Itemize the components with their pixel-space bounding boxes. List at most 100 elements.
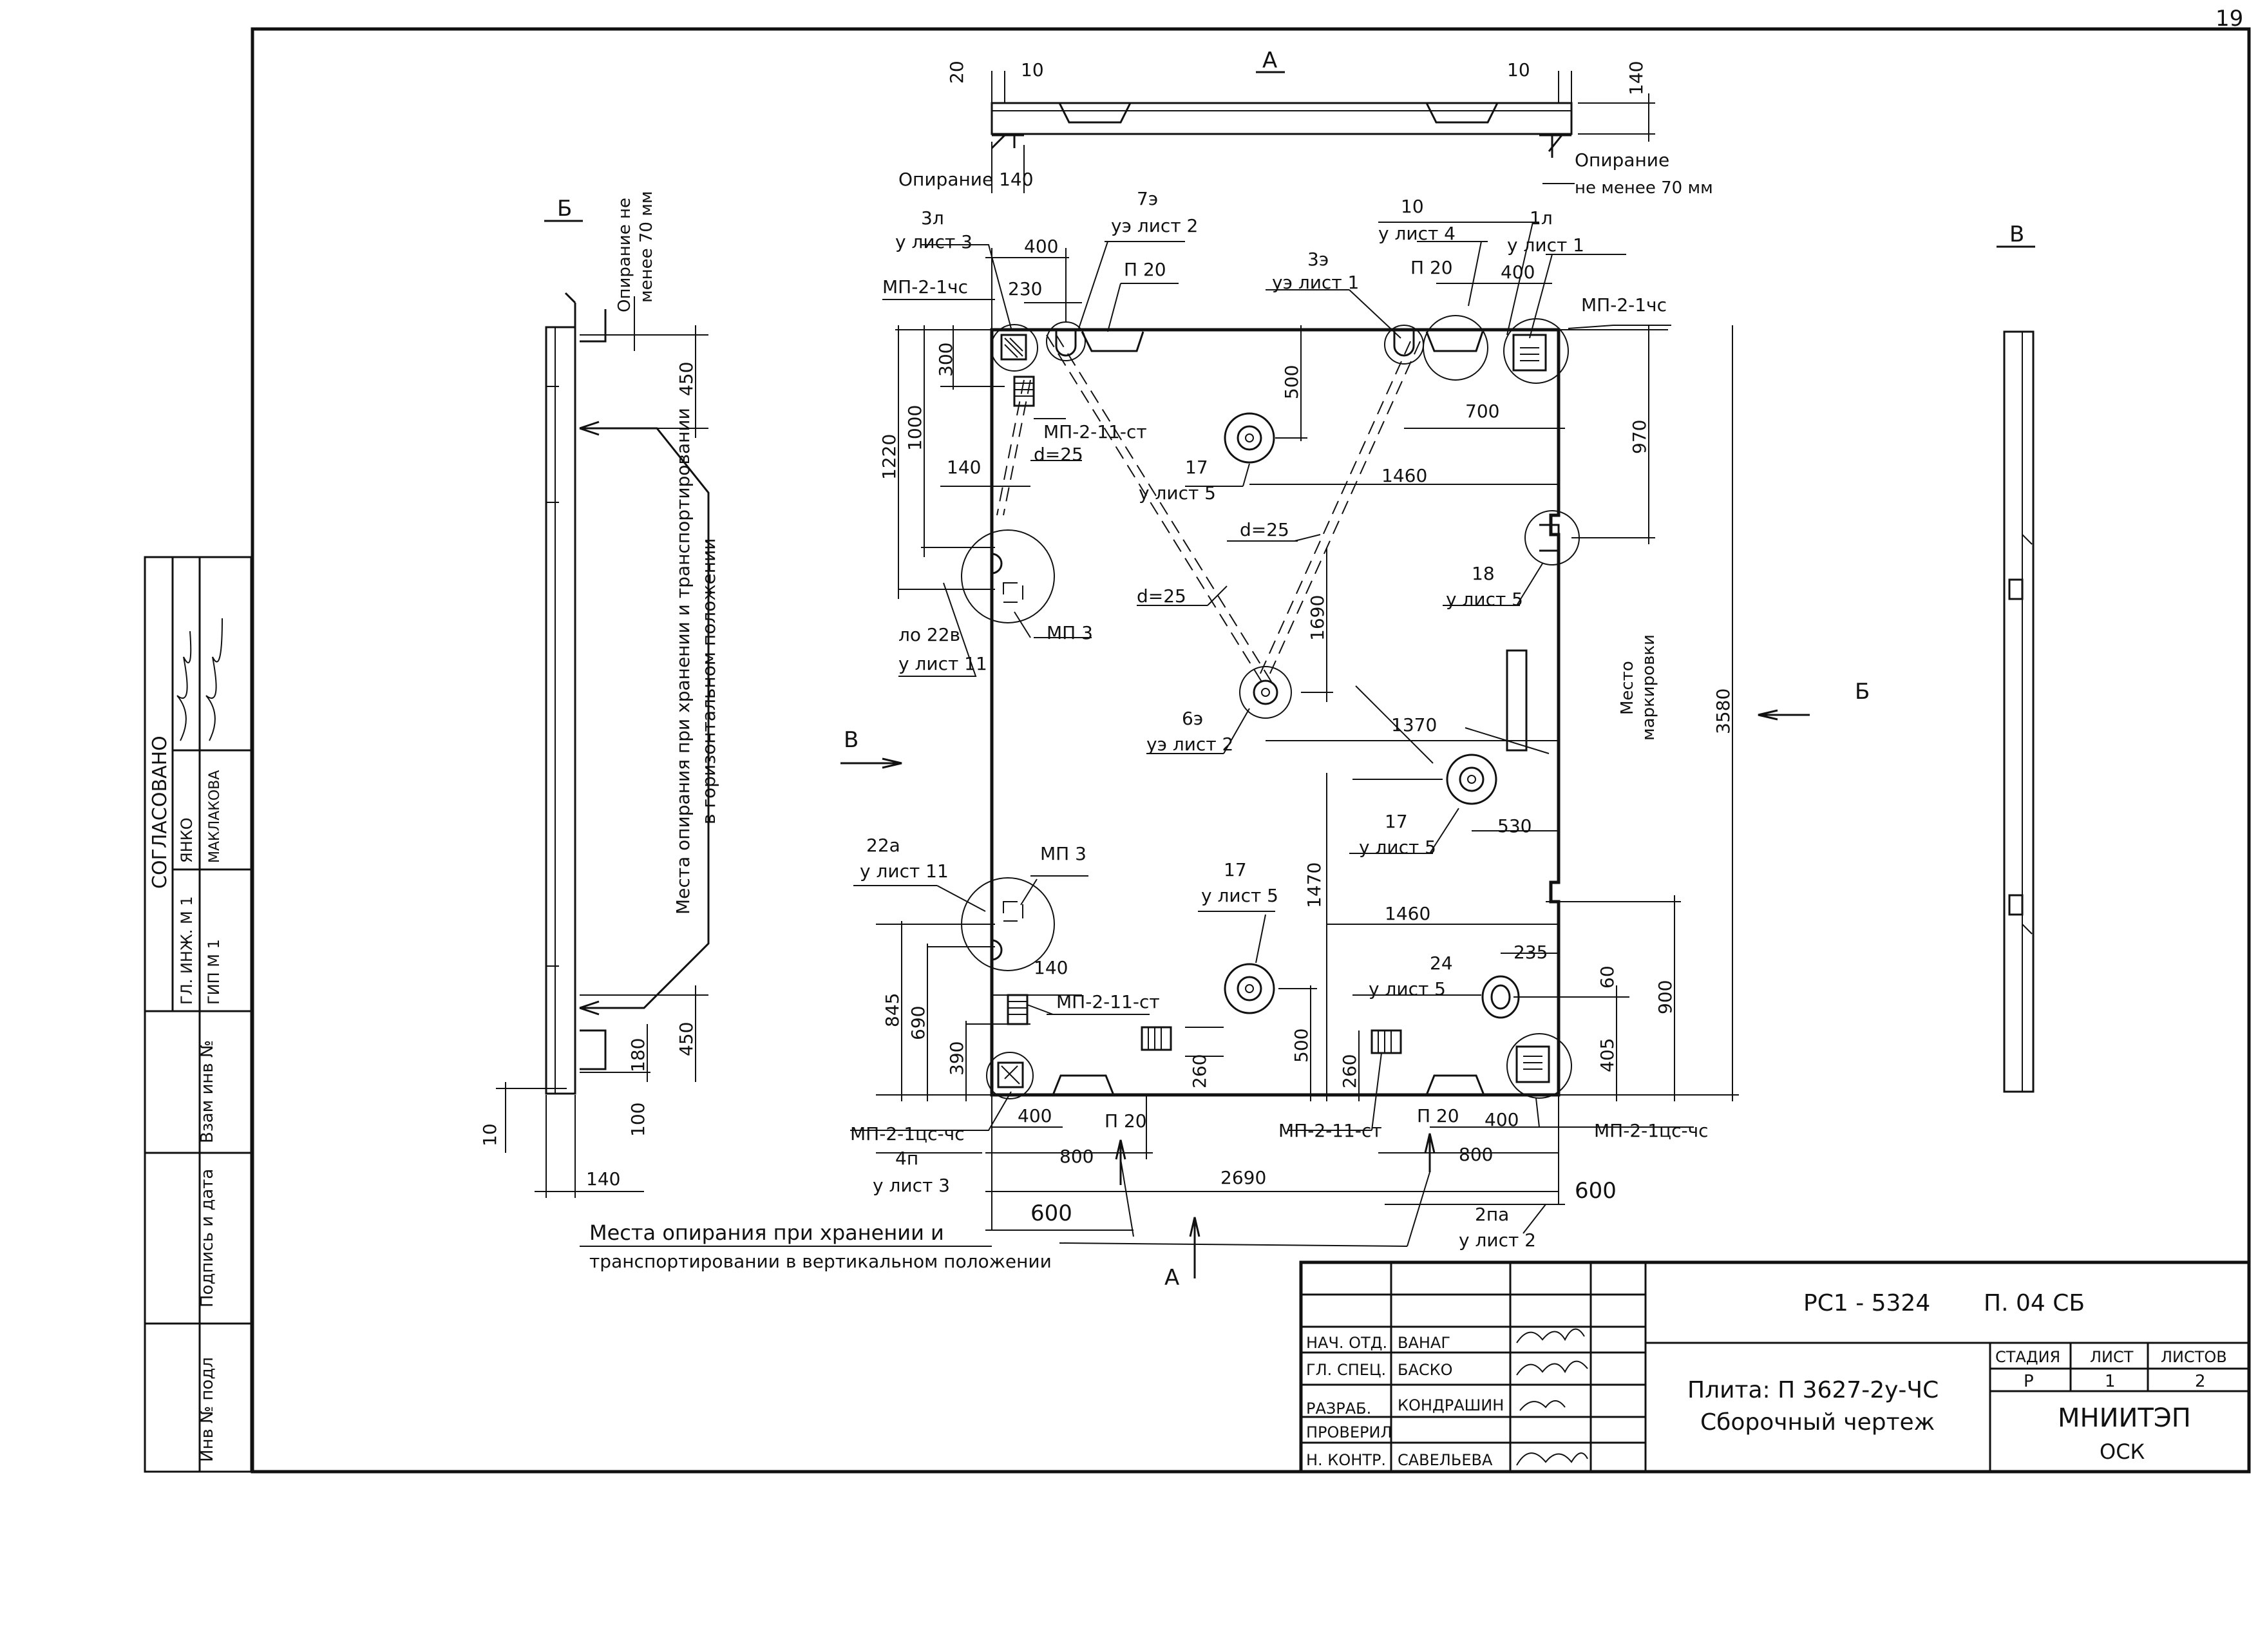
marking-area bbox=[1506, 649, 1528, 752]
stage-value: Р bbox=[2024, 1372, 2034, 1391]
label-mp211st-b: МП-2-11-ст bbox=[1056, 991, 1160, 1012]
stage-header: СТАДИЯ bbox=[1995, 1348, 2060, 1366]
left-support-label-2: менее 70 мм bbox=[637, 191, 656, 303]
left-dim-100: 100 bbox=[627, 1103, 649, 1137]
label-3580: 3580 bbox=[1712, 688, 1734, 734]
label-p20-b: П 20 bbox=[1410, 257, 1453, 278]
left-side-view: Б Опирание не менее 70 мм 450 450 180 10… bbox=[479, 191, 719, 1198]
label-u-list5-a: у лист 5 bbox=[1139, 482, 1216, 504]
dim-140-top-right: 140 bbox=[1626, 61, 1647, 95]
support-label-left: Опирание 140 bbox=[898, 169, 1034, 190]
label-260-a: 260 bbox=[1189, 1054, 1210, 1088]
label-230: 230 bbox=[1008, 278, 1042, 299]
label-u-list3-b: у лист 3 bbox=[873, 1175, 950, 1196]
label-mp3-a: МП 3 bbox=[1047, 622, 1093, 643]
embedded-part-mp21cschs-left bbox=[986, 1052, 1034, 1099]
approval-name-1: ЯНКО bbox=[178, 817, 196, 863]
label-235: 235 bbox=[1513, 942, 1548, 963]
row-name-2: БАСКО bbox=[1398, 1361, 1453, 1379]
label-mp21cschs-left: МП-2-1цс-чс bbox=[850, 1123, 965, 1144]
label-400-d: 400 bbox=[1485, 1109, 1519, 1130]
label-p20-c: П 20 bbox=[1105, 1110, 1147, 1132]
label-u-list4: у лист 4 bbox=[1378, 223, 1456, 244]
label-ue-list2-b: уэ лист 2 bbox=[1146, 734, 1233, 755]
label-1l: 1л bbox=[1530, 207, 1553, 229]
label-4p: 4п bbox=[895, 1148, 918, 1169]
label-mp211st-a: МП-2-11-ст bbox=[1043, 421, 1147, 442]
label-mp211st-c: МП-2-11-ст bbox=[1278, 1120, 1382, 1141]
plan-dimension-lines bbox=[876, 248, 1739, 1247]
label-500-b: 500 bbox=[1291, 1029, 1312, 1063]
left-dim-140: 140 bbox=[586, 1168, 620, 1190]
label-140-a: 140 bbox=[947, 457, 981, 478]
drawing-frame bbox=[251, 27, 2251, 1474]
mp211st-bottom-mid bbox=[1141, 1026, 1172, 1051]
label-u-list5-d: у лист 5 bbox=[1201, 885, 1278, 906]
approval-role-1: ГЛ. ИНЖ. М 1 bbox=[178, 896, 196, 1005]
bottom-note-line1: Места опирания при хранении и bbox=[589, 1220, 944, 1245]
row-role-2: ГЛ. СПЕЦ. bbox=[1306, 1361, 1386, 1379]
mp211st-bottom-left bbox=[1007, 994, 1029, 1025]
label-690: 690 bbox=[907, 1006, 929, 1040]
arrows bbox=[840, 709, 1810, 1278]
section-label-v-left: В bbox=[844, 727, 859, 753]
plan-labels: В Б А 3л у лист 3 400 7э уэ лист 2 МП-2-… bbox=[580, 188, 1870, 1291]
label-405: 405 bbox=[1597, 1038, 1618, 1072]
title-description-2: Сборочный чертеж bbox=[1700, 1409, 1935, 1436]
label-390: 390 bbox=[946, 1041, 967, 1076]
row-role-5: ПРОВЕРИЛ bbox=[1306, 1423, 1392, 1441]
p20-bottom-right bbox=[1425, 1074, 1485, 1096]
label-140-b: 140 bbox=[1034, 957, 1068, 978]
label-1370: 1370 bbox=[1391, 714, 1437, 736]
label-530: 530 bbox=[1497, 815, 1532, 837]
title-block: РС1 - 5324 П. 04 СБ НАЧ. ОТД. ВАНАГ ГЛ. … bbox=[1299, 1260, 2251, 1474]
label-2690: 2690 bbox=[1220, 1167, 1266, 1188]
dim-10-top-left: 10 bbox=[1021, 59, 1044, 81]
row-role-1: НАЧ. ОТД. bbox=[1306, 1334, 1387, 1352]
label-ue-list2-a: уэ лист 2 bbox=[1111, 215, 1198, 236]
dim-10-top-right: 10 bbox=[1507, 59, 1530, 81]
approval-signature-2 bbox=[205, 618, 223, 741]
field-vzam-inv: Взам инв № bbox=[198, 1040, 217, 1143]
left-dim-180: 180 bbox=[627, 1038, 649, 1072]
label-mesto-1: Место bbox=[1618, 661, 1637, 715]
approval-strip: СОГЛАСОВАНО ГЛ. ИНЖ. М 1 ГИП М 1 ЯНКО МА… bbox=[144, 556, 252, 1473]
lifting-loop-3e bbox=[1384, 325, 1424, 365]
right-side-view: В bbox=[1997, 222, 2035, 1093]
label-17-a: 17 bbox=[1185, 457, 1208, 478]
label-ue-list1: уэ лист 1 bbox=[1272, 272, 1359, 293]
leader-lines bbox=[850, 222, 1694, 1234]
left-dim-450-bottom: 450 bbox=[676, 1022, 697, 1056]
label-500-a: 500 bbox=[1281, 365, 1302, 399]
label-d25-c: d=25 bbox=[1137, 585, 1186, 607]
row-role-4: РАЗРАБ. bbox=[1306, 1400, 1371, 1418]
support-label-right-1: Опирание bbox=[1575, 149, 1669, 171]
label-800-a: 800 bbox=[1059, 1146, 1094, 1167]
section-label-a-bottom: А bbox=[1164, 1265, 1179, 1291]
label-u-list5-b: у лист 5 bbox=[1446, 589, 1523, 610]
label-3l: 3л bbox=[921, 207, 944, 229]
embedded-part-mp21cschs-right bbox=[1506, 1033, 1572, 1099]
label-u-list1: у лист 1 bbox=[1507, 234, 1584, 256]
label-800-b: 800 bbox=[1459, 1144, 1493, 1165]
socket-17-bottom bbox=[1224, 963, 1275, 1014]
label-mp21chs-right: МП-2-1чс bbox=[1581, 294, 1667, 316]
label-3e: 3э bbox=[1307, 249, 1329, 270]
section-label-b-left: Б bbox=[557, 196, 572, 222]
sheets-header: ЛИСТОВ bbox=[2161, 1348, 2227, 1366]
row-role-6: Н. КОНТР. bbox=[1306, 1451, 1386, 1469]
label-mp21chs-left: МП-2-1чс bbox=[882, 276, 968, 298]
left-support-label-1: Опирание не bbox=[615, 198, 634, 312]
left-note-line2: в горизонтальном положении bbox=[698, 538, 719, 825]
label-1220: 1220 bbox=[878, 434, 900, 480]
label-d25-a: d=25 bbox=[1034, 444, 1083, 465]
section-label-v-right: В bbox=[2009, 222, 2024, 247]
label-1690: 1690 bbox=[1307, 595, 1328, 641]
label-d25-b: d=25 bbox=[1240, 519, 1289, 540]
label-p20-d: П 20 bbox=[1417, 1105, 1459, 1126]
label-1460-a: 1460 bbox=[1381, 465, 1427, 486]
signature-savelyeva bbox=[1516, 1452, 1588, 1466]
row-name-4: КОНДРАШИН bbox=[1398, 1396, 1504, 1414]
label-u-list2: у лист 2 bbox=[1459, 1230, 1536, 1251]
